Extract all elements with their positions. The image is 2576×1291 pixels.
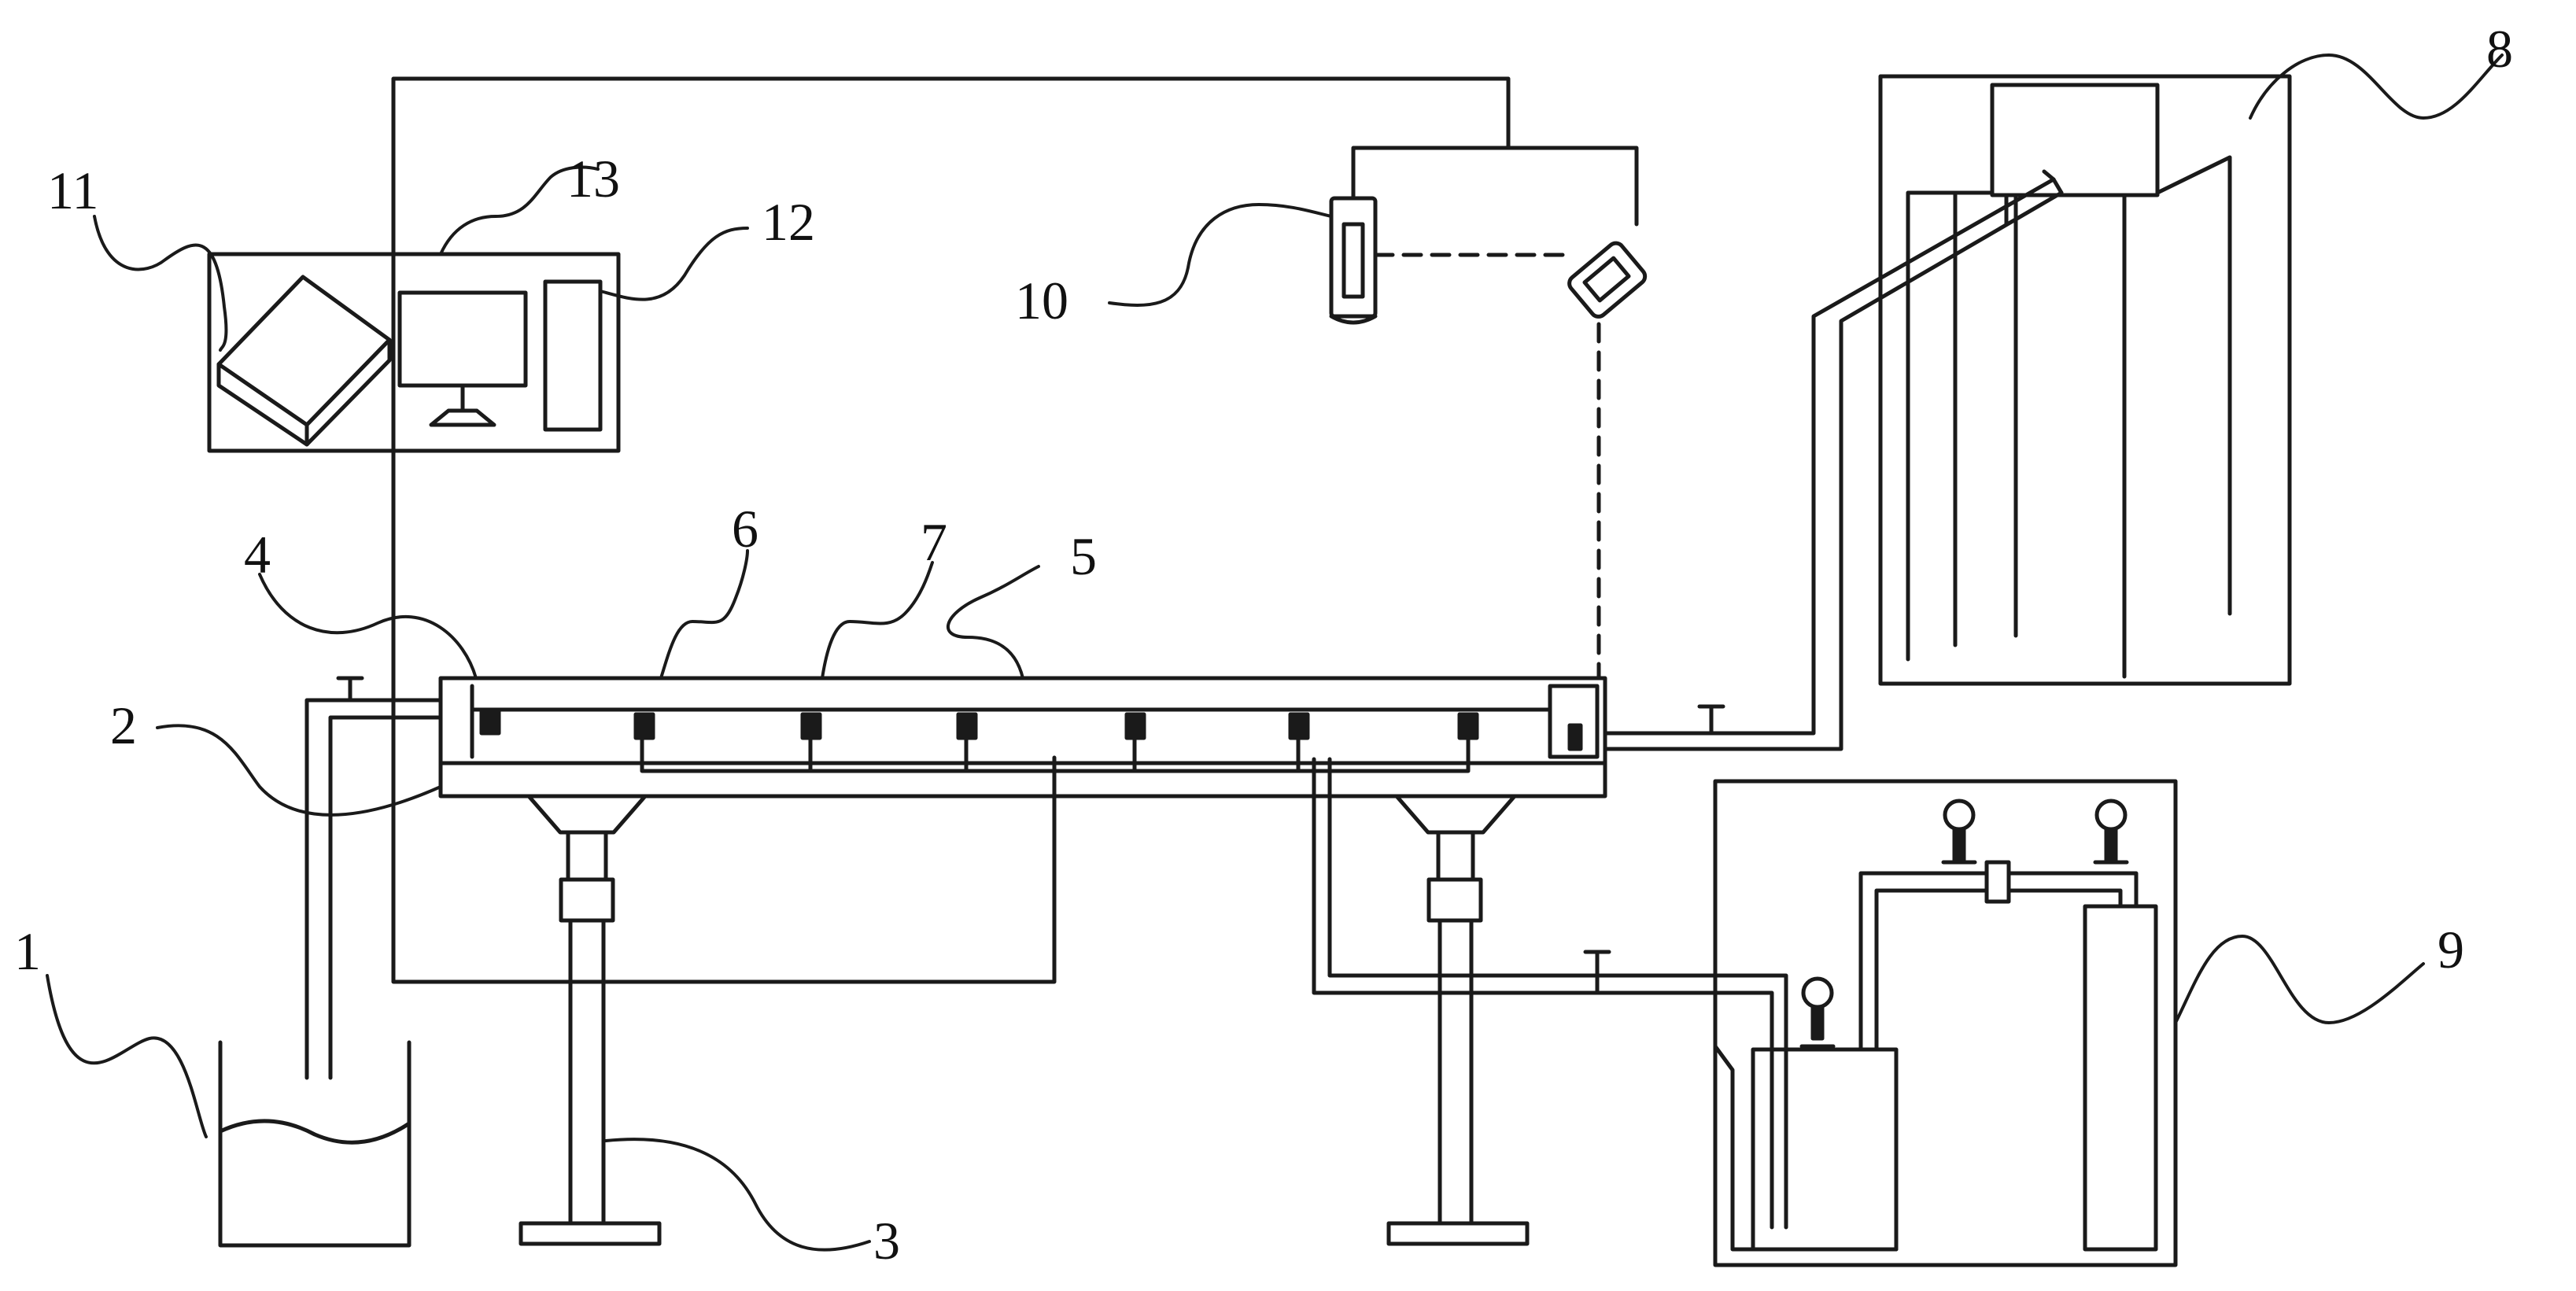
label-4: 4 — [244, 525, 271, 585]
leader-3 — [604, 1138, 871, 1252]
camera-icon — [1329, 196, 1378, 325]
level-gauge — [1567, 723, 1583, 751]
water-reservoir — [218, 1040, 411, 1248]
sensor-1 — [479, 707, 501, 736]
label-6: 6 — [732, 499, 758, 559]
flume-outer-body — [438, 676, 1607, 799]
label-2: 2 — [110, 695, 137, 755]
support-stand-left — [519, 794, 662, 1246]
pressure-gauge-icon — [1799, 976, 1836, 1049]
pipe-coupler — [1984, 860, 2011, 904]
computer-station — [207, 252, 621, 453]
label-11: 11 — [47, 160, 98, 220]
label-8: 8 — [2486, 19, 2513, 79]
inlet-pipe — [304, 676, 443, 1080]
leader-10 — [1108, 203, 1333, 307]
label-5: 5 — [1070, 526, 1097, 586]
laser-emitter-icon — [1567, 241, 1648, 319]
drain-pipe — [1312, 757, 1788, 1230]
vessel-cylinder — [2083, 904, 2158, 1252]
leader-4 — [258, 573, 478, 680]
callout-labels: 1 2 3 4 5 6 7 8 9 10 11 12 13 — [14, 19, 2513, 1271]
sensor-7 — [1457, 712, 1479, 740]
sensor-4 — [956, 712, 978, 740]
flume-channel — [438, 676, 1607, 799]
label-12: 12 — [762, 192, 815, 252]
sensor-5 — [1124, 712, 1146, 740]
water-surface — [218, 1119, 411, 1145]
inlet-valve-icon — [336, 676, 364, 703]
sensor-2 — [633, 712, 655, 740]
sensor-3 — [800, 712, 822, 740]
leader-2 — [156, 724, 442, 817]
pressure-gauge-icon — [1941, 799, 1977, 865]
flume-end-weir — [1548, 684, 1600, 759]
signal-cable-loop — [391, 76, 1511, 984]
leader-11 — [93, 215, 228, 352]
leader-1 — [46, 974, 208, 1138]
valve-icon — [1697, 704, 1725, 736]
laser-beam — [1373, 253, 1601, 681]
leader-12 — [599, 227, 749, 301]
label-9: 9 — [2438, 920, 2464, 979]
header-tank — [1990, 83, 2160, 197]
pressure-sensor-array — [479, 707, 1583, 751]
water-supply-cabinet — [1603, 74, 2292, 751]
callout-leaders — [46, 53, 2504, 1252]
pressure-unit — [1713, 779, 2178, 1267]
leader-13 — [439, 165, 600, 256]
pressure-gauge-icon — [2093, 799, 2129, 865]
label-3: 3 — [873, 1211, 900, 1271]
leader-7 — [821, 561, 934, 680]
leader-8 — [2249, 53, 2504, 120]
pc-tower-icon — [543, 279, 603, 432]
optical-measurement-unit — [1329, 146, 1648, 681]
support-stand-right — [1386, 794, 1530, 1246]
laptop-icon — [216, 275, 392, 447]
leader-6 — [659, 549, 749, 680]
drain-valve-icon — [1583, 950, 1611, 995]
vessel-small — [1751, 1047, 1899, 1252]
label-13: 13 — [566, 149, 620, 208]
label-1: 1 — [14, 921, 41, 981]
label-10: 10 — [1015, 271, 1068, 330]
leader-5 — [947, 565, 1040, 680]
cabinet-frame — [1878, 74, 2292, 686]
desktop-monitor-icon — [397, 290, 528, 427]
leader-9 — [2174, 935, 2425, 1024]
sensor-6 — [1288, 712, 1310, 740]
label-7: 7 — [921, 512, 947, 572]
computer-station-frame — [207, 252, 621, 453]
